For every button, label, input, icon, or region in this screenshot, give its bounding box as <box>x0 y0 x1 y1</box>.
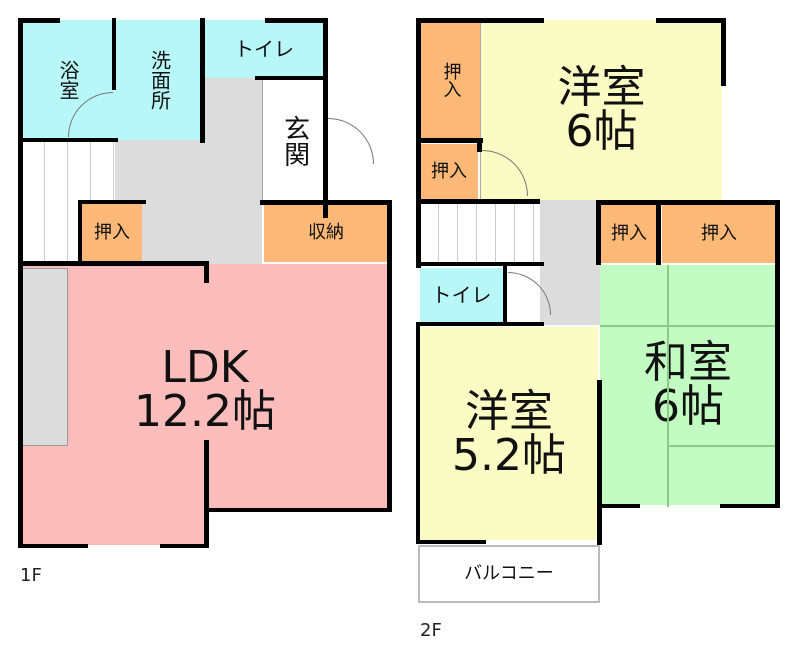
room-japanese: 和室 6帖 <box>600 265 776 505</box>
hall-2f <box>540 200 600 325</box>
japanese-size: 6帖 <box>652 381 724 432</box>
room-western-5-2: 洋室 5.2帖 <box>420 327 598 540</box>
ldk-name: LDK <box>161 342 249 393</box>
japanese-name: 和室 <box>644 337 732 388</box>
closet-1f: 押入 <box>82 204 142 262</box>
floor-label-1f: 1F <box>20 565 42 586</box>
entrance-door-arc <box>328 118 374 164</box>
balcony: バルコニー <box>418 545 600 603</box>
ldk-right <box>207 264 388 510</box>
tatami-line <box>600 325 778 327</box>
ldk-size: 12.2帖 <box>134 386 276 437</box>
closet-2f-a: 押入 <box>420 20 480 140</box>
closet-2f-d: 押入 <box>662 205 776 263</box>
stairs-2f <box>420 202 540 265</box>
ldk-label: LDK 12.2帖 <box>100 335 310 445</box>
tatami-line <box>667 445 778 447</box>
floor-label-2f: 2F <box>420 620 442 641</box>
room-entrance: 玄関 <box>262 80 325 202</box>
western52-name: 洋室 <box>465 385 553 437</box>
kitchen-counter <box>22 268 68 446</box>
western6-size: 6帖 <box>565 106 638 157</box>
room-toilet-1f: トイレ <box>203 20 325 78</box>
room-toilet-2f: トイレ <box>420 268 503 323</box>
room-washroom: 洗面所 <box>115 20 203 140</box>
tatami-line <box>667 265 669 507</box>
western52-size: 5.2帖 <box>452 429 566 481</box>
western6-name: 洋室 <box>557 62 646 113</box>
room-bath: 浴室 <box>20 20 115 140</box>
closet-2f-c: 押入 <box>601 205 657 263</box>
closet-2f-b: 押入 <box>420 144 478 200</box>
